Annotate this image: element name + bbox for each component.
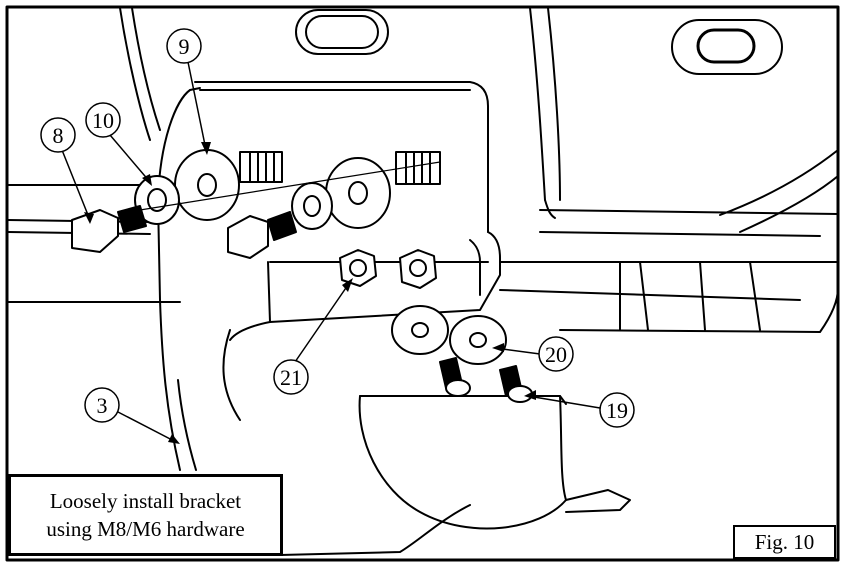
leader-10 — [109, 134, 151, 183]
saddle-bracket — [279, 395, 631, 556]
figure-label: Fig. 10 — [754, 529, 815, 554]
callout-9-label: 9 — [179, 34, 190, 59]
callout-3: 3 — [84, 387, 120, 423]
arrow-3 — [168, 434, 180, 444]
arrow-9 — [201, 142, 211, 155]
lower-channel — [499, 261, 839, 333]
washer-9 — [174, 149, 240, 221]
mounting-plate — [194, 81, 501, 421]
leader-21 — [294, 281, 351, 363]
instruction-line-2: using M8/M6 hardware — [46, 517, 245, 541]
arrow-20 — [492, 343, 504, 352]
callout-19: 19 — [599, 392, 635, 428]
callout-21: 21 — [273, 359, 309, 395]
bolt-right — [227, 211, 297, 259]
callout-8-label: 8 — [53, 123, 64, 148]
leader-9 — [187, 61, 207, 151]
arrowheads — [84, 142, 536, 444]
callout-19-label: 19 — [606, 398, 628, 423]
callout-10: 10 — [85, 102, 121, 138]
callout-21-label: 21 — [280, 365, 302, 390]
leader-3 — [117, 411, 177, 443]
callout-20: 20 — [538, 336, 574, 372]
lock-washer-10 — [134, 175, 180, 225]
screw-19 — [439, 357, 533, 403]
leader-19 — [527, 395, 601, 409]
arrow-10 — [142, 174, 152, 186]
frame-plate — [119, 7, 783, 201]
center-line — [139, 161, 441, 211]
arrow-21 — [342, 278, 353, 292]
arrow-8 — [84, 212, 94, 224]
leader-lines — [61, 61, 601, 443]
washer-20 — [391, 305, 507, 365]
washer-right — [291, 157, 391, 230]
callout-9: 9 — [166, 28, 202, 64]
leader-8 — [61, 149, 91, 221]
figure-label-box: Fig. 10 — [733, 525, 836, 559]
bolt-8 — [71, 205, 147, 253]
bracket-arm — [157, 87, 201, 471]
callout-8: 8 — [40, 117, 76, 153]
nut-21 — [339, 249, 437, 289]
callout-3-label: 3 — [97, 393, 108, 418]
callout-10-label: 10 — [92, 108, 114, 133]
arrow-19 — [524, 390, 536, 400]
instruction-line-1: Loosely install bracket — [49, 489, 242, 513]
outer-border — [5, 5, 840, 562]
instruction-note: Loosely install bracket using M8/M6 hard… — [8, 474, 283, 556]
callout-20-label: 20 — [545, 342, 567, 367]
